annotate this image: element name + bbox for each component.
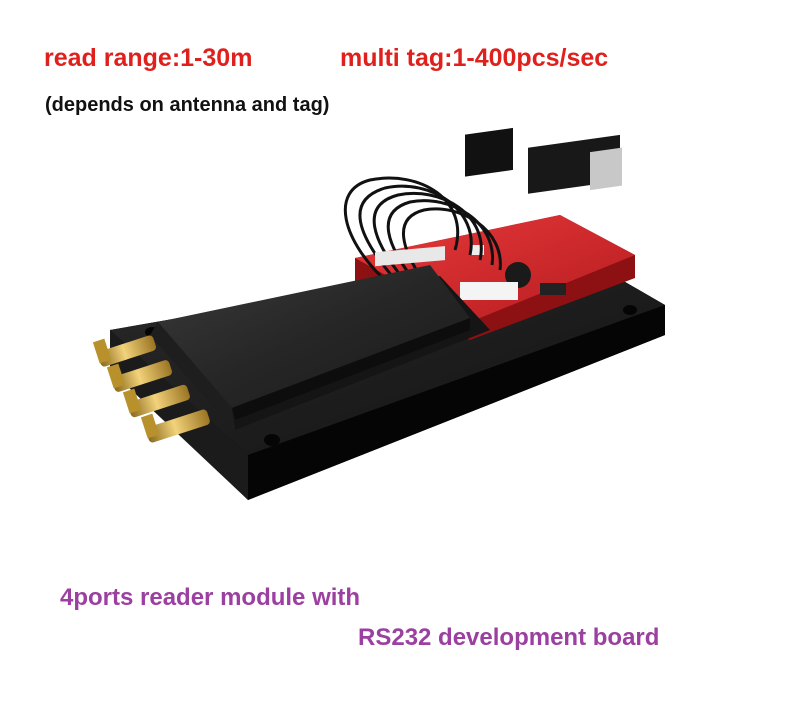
chip xyxy=(540,283,566,295)
db9-metal-shell xyxy=(590,147,622,191)
sma-port-2 xyxy=(106,360,172,392)
rs232-dev-board xyxy=(355,127,635,340)
sma-antenna-ports xyxy=(92,335,210,443)
sma-port-1 xyxy=(92,335,157,367)
smd-component xyxy=(470,245,484,255)
power-jack xyxy=(465,127,513,177)
mounting-hole xyxy=(264,434,280,446)
sma-port-4 xyxy=(140,409,210,443)
read-range-label: read range:1-30m xyxy=(44,44,253,72)
module-fpc-connector xyxy=(375,246,445,267)
multi-tag-label: multi tag:1-400pcs/sec xyxy=(340,44,609,72)
caption-line-1: 4ports reader module with xyxy=(60,584,361,611)
ribbon-connector xyxy=(460,282,518,300)
mounting-hole xyxy=(623,305,637,315)
caption-line-2: RS232 development board xyxy=(358,624,660,651)
sma-port-3 xyxy=(122,384,190,418)
buzzer xyxy=(505,262,531,288)
dependency-note: (depends on antenna and tag) xyxy=(45,94,330,116)
reader-module xyxy=(150,246,490,430)
